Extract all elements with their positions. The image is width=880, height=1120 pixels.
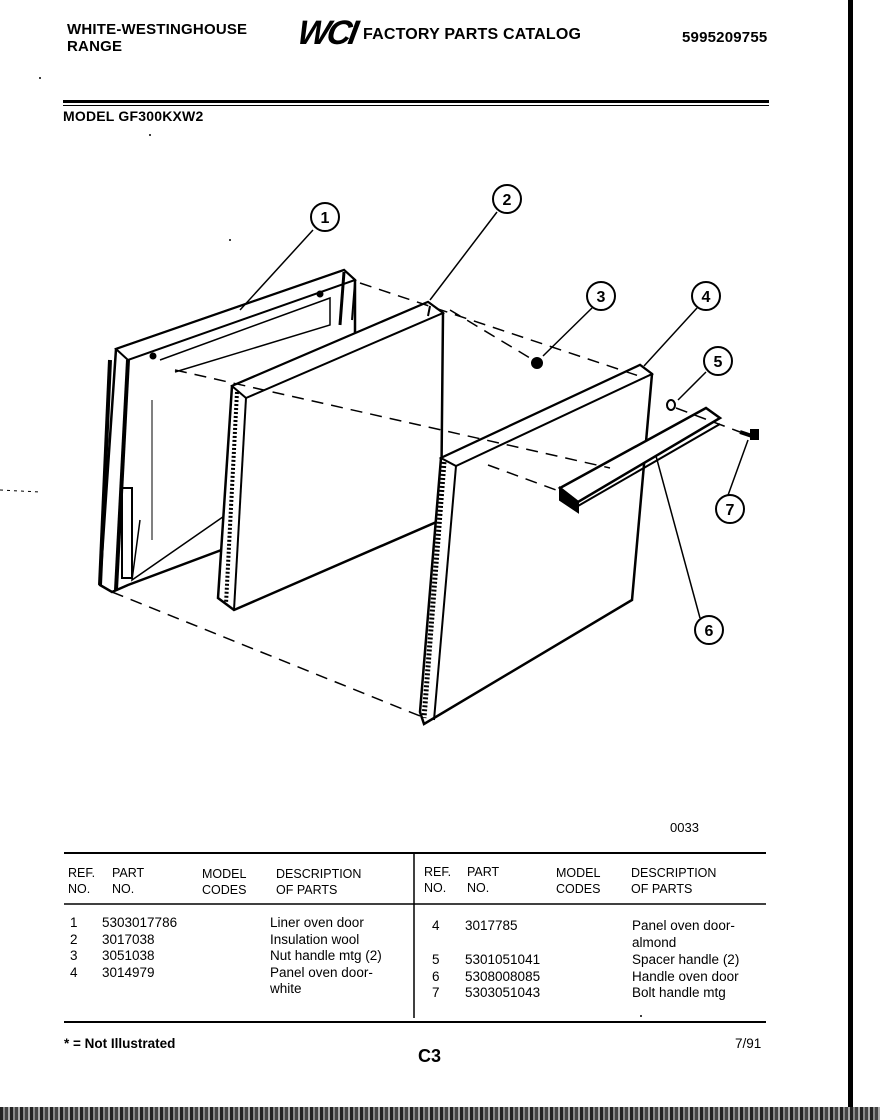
callout-circle-6 xyxy=(694,615,724,645)
callout-4: 4 xyxy=(702,289,711,306)
brand-line-1: WHITE-WESTINGHOUSE xyxy=(67,21,248,38)
callout-circle-1 xyxy=(310,202,340,232)
table-row: 2 xyxy=(70,931,78,947)
callout-5: 5 xyxy=(714,354,723,371)
part-handle xyxy=(557,406,723,514)
catalog-number: 5995209755 xyxy=(682,29,768,46)
scan-edge-bottom xyxy=(0,1107,880,1120)
header-rule xyxy=(63,100,769,103)
right-desc-4: Panel oven door- almond xyxy=(632,918,735,950)
right-desc-column: Spacer handle (2) Handle oven door Bolt … xyxy=(632,952,740,1000)
right-ref-column: 5 6 7 xyxy=(432,952,440,1000)
callout-circle-5 xyxy=(703,346,733,376)
left-part-column: 5303017786 3017038 3051038 3014979 xyxy=(102,915,178,980)
header-rule-thin xyxy=(63,105,769,106)
callout-7: 7 xyxy=(726,502,735,519)
callout-circle-7 xyxy=(715,494,745,524)
part-bolt xyxy=(739,429,759,440)
right-part-column: 5301051041 5308008085 5303051043 xyxy=(465,952,541,1000)
catalog-title: FACTORY PARTS CATALOG xyxy=(363,26,582,43)
page-number: C3 xyxy=(418,1046,442,1066)
callout-2: 2 xyxy=(503,192,512,209)
header-ref-right: REF.NO. xyxy=(424,865,452,895)
model-label: MODEL GF300KXW2 xyxy=(63,108,204,124)
brand-line-2: RANGE xyxy=(67,38,123,55)
figure-code: 0033 xyxy=(670,820,699,835)
callout-circle-4 xyxy=(691,281,721,311)
callout-circle-2 xyxy=(492,184,522,214)
revision-date: 7/91 xyxy=(735,1036,762,1051)
scan-edge-right xyxy=(848,0,853,1120)
table-row: 4 xyxy=(70,964,78,980)
part-panel-oven-door xyxy=(418,363,654,726)
left-desc-column: Liner oven door Insulation wool Nut hand… xyxy=(270,915,382,996)
callout-3: 3 xyxy=(597,289,606,306)
header-ref-left: REF.NO. xyxy=(68,866,96,896)
part-nut xyxy=(531,357,543,369)
right-part-4: 3017785 xyxy=(465,918,518,933)
table-row: 3 xyxy=(70,948,78,963)
callout-circle-3 xyxy=(586,281,616,311)
table-row: 1 xyxy=(70,915,78,930)
right-ref-4: 4 xyxy=(432,918,440,933)
callout-1: 1 xyxy=(321,210,330,227)
callout-6: 6 xyxy=(705,623,714,640)
not-illustrated-note: * = Not Illustrated xyxy=(64,1036,176,1051)
part-spacer xyxy=(666,399,676,411)
left-ref-column: 1 2 3 4 xyxy=(70,915,78,981)
